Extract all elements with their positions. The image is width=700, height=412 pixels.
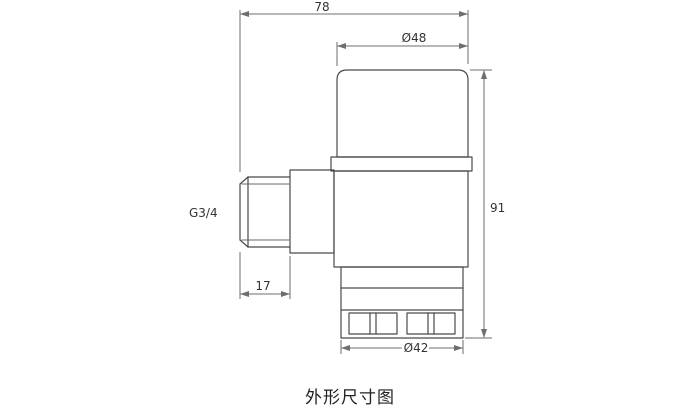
drain-slot-left (348, 312, 398, 335)
dim-total-height: 91 (465, 69, 505, 339)
inlet-nut (289, 169, 335, 254)
drawing-caption: 外形尺寸图 (305, 388, 395, 408)
dim-total-width: 78 (239, 0, 469, 172)
total-width-label: 78 (314, 0, 329, 14)
base-diameter-label: Ø42 (404, 341, 429, 355)
bonnet-flange (330, 156, 473, 172)
total-height-label: 91 (490, 201, 505, 215)
valve-outline (239, 69, 473, 339)
thread-length-label: 17 (255, 279, 270, 293)
outlet-section (340, 266, 464, 339)
inlet-thread-stub (239, 176, 291, 248)
valve-cap (336, 69, 469, 158)
thread-spec-label: G3/4 (189, 206, 218, 220)
dim-thread-length: 17 (239, 252, 291, 299)
cap-diameter-label: Ø48 (402, 31, 427, 45)
dim-cap-diameter: Ø48 (336, 31, 468, 66)
drain-slots (348, 312, 456, 335)
valve-body (333, 170, 469, 268)
drain-slot-right (406, 312, 456, 335)
dim-base-diameter: Ø42 (340, 339, 464, 358)
